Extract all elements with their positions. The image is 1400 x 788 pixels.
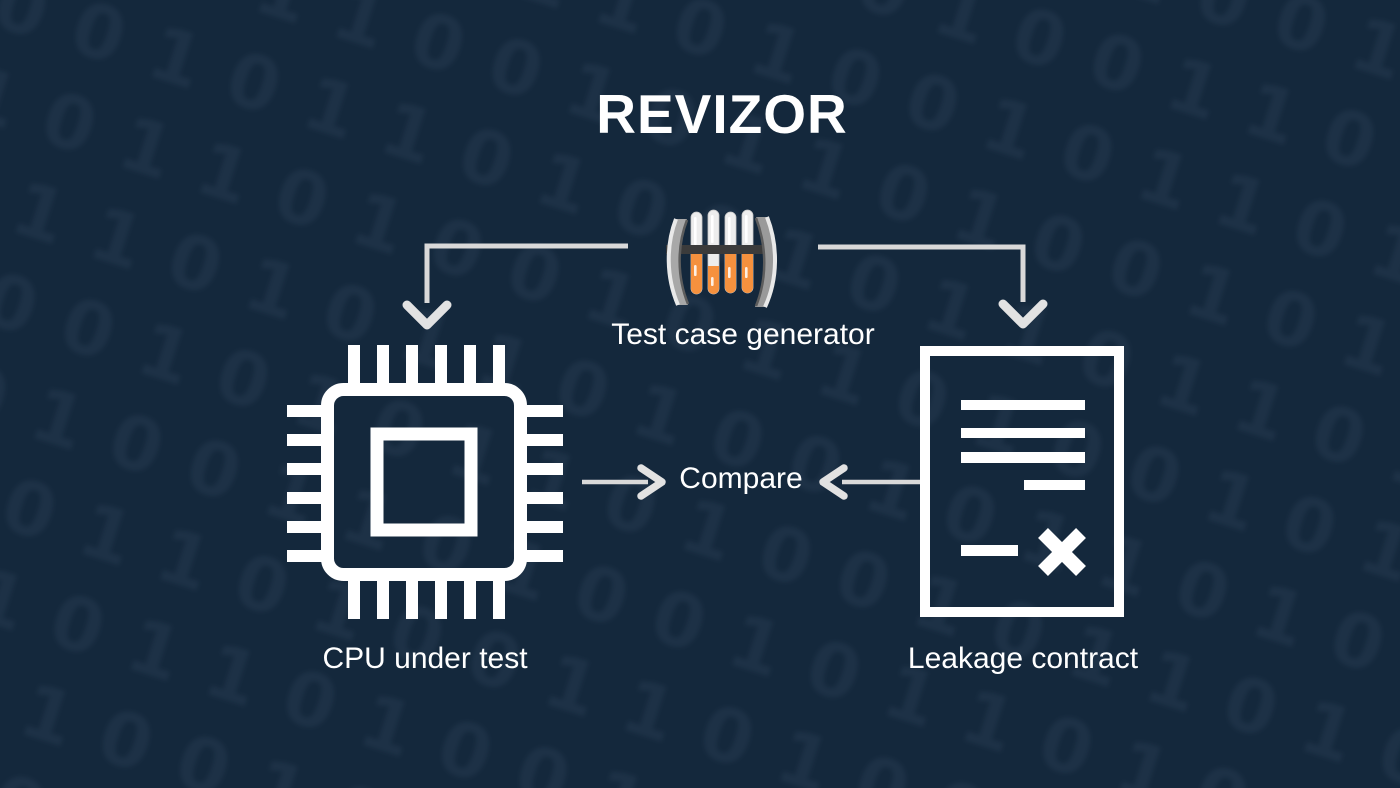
cpu-body	[321, 383, 527, 581]
arrow-line	[818, 244, 1026, 302]
arrow-generator-to-contract	[818, 244, 1048, 329]
binary-row: 11010010110100110100101101001011	[0, 285, 1400, 788]
arrow-line	[424, 243, 628, 303]
chevron-down-icon	[402, 300, 452, 330]
cpu-label: CPU under test	[322, 642, 528, 675]
test-tube-rack-icon	[666, 209, 777, 308]
compare-label: Compare	[679, 462, 803, 495]
document-x-icon	[920, 346, 1124, 617]
document-outline	[920, 346, 1124, 617]
document-text-lines	[961, 400, 1085, 556]
cpu-chip-icon	[287, 345, 563, 619]
tube-liquid	[691, 252, 753, 294]
cpu-core	[370, 427, 478, 537]
contract-label: Leakage contract	[907, 642, 1139, 675]
arrow-generator-to-cpu	[402, 243, 628, 330]
cpu-pins	[287, 345, 563, 619]
x-mark-icon	[1038, 528, 1086, 576]
rack-left-support	[666, 218, 690, 306]
chevron-down-icon	[998, 299, 1048, 329]
binary-row: 10100101101001011010010110100101	[0, 643, 1400, 788]
rack-bar	[666, 245, 770, 254]
generator-label: Test case generator	[611, 318, 875, 351]
diagram-title: REVIZOR	[596, 83, 848, 145]
binary-row: 10110100101011010010110100101101	[0, 104, 1400, 788]
rack-right-support	[754, 216, 777, 308]
